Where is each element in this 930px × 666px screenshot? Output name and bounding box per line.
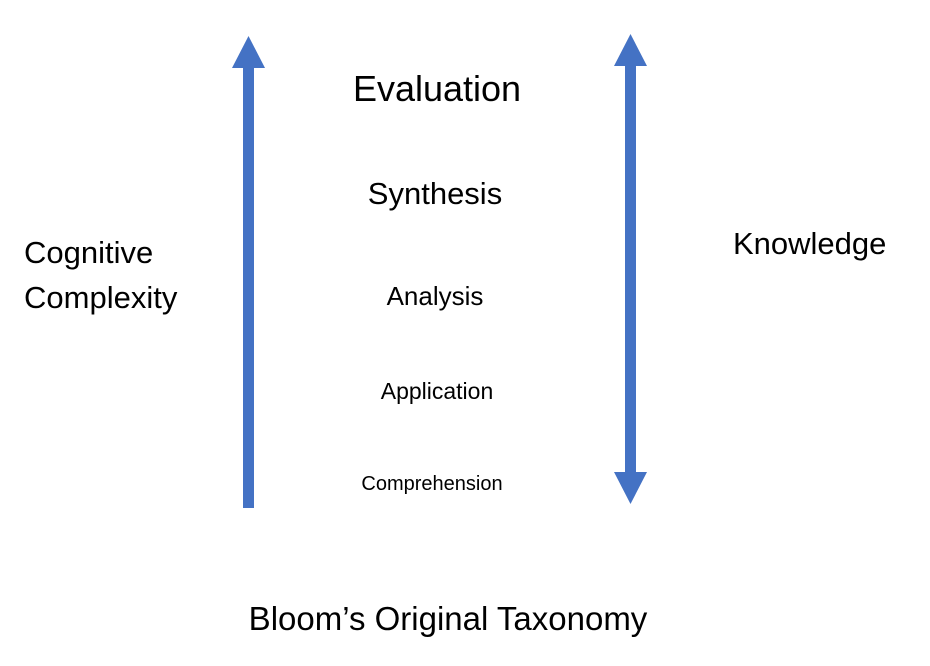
left-label-line2: Complexity: [24, 280, 178, 315]
level-analysis: Analysis: [386, 281, 484, 311]
level-synthesis: Synthesis: [367, 176, 503, 211]
diagram-caption: Bloom’s Original Taxonomy: [248, 600, 648, 637]
cognitive-complexity-label: Cognitive Complexity: [24, 230, 177, 320]
level-application: Application: [380, 378, 494, 404]
double-arrow-icon: [614, 34, 647, 504]
left-label-line1: Cognitive: [24, 235, 154, 270]
up-arrow-icon: [232, 36, 265, 508]
level-evaluation: Evaluation: [352, 68, 522, 109]
knowledge-label: Knowledge: [733, 226, 887, 261]
level-comprehension: Comprehension: [361, 473, 503, 495]
